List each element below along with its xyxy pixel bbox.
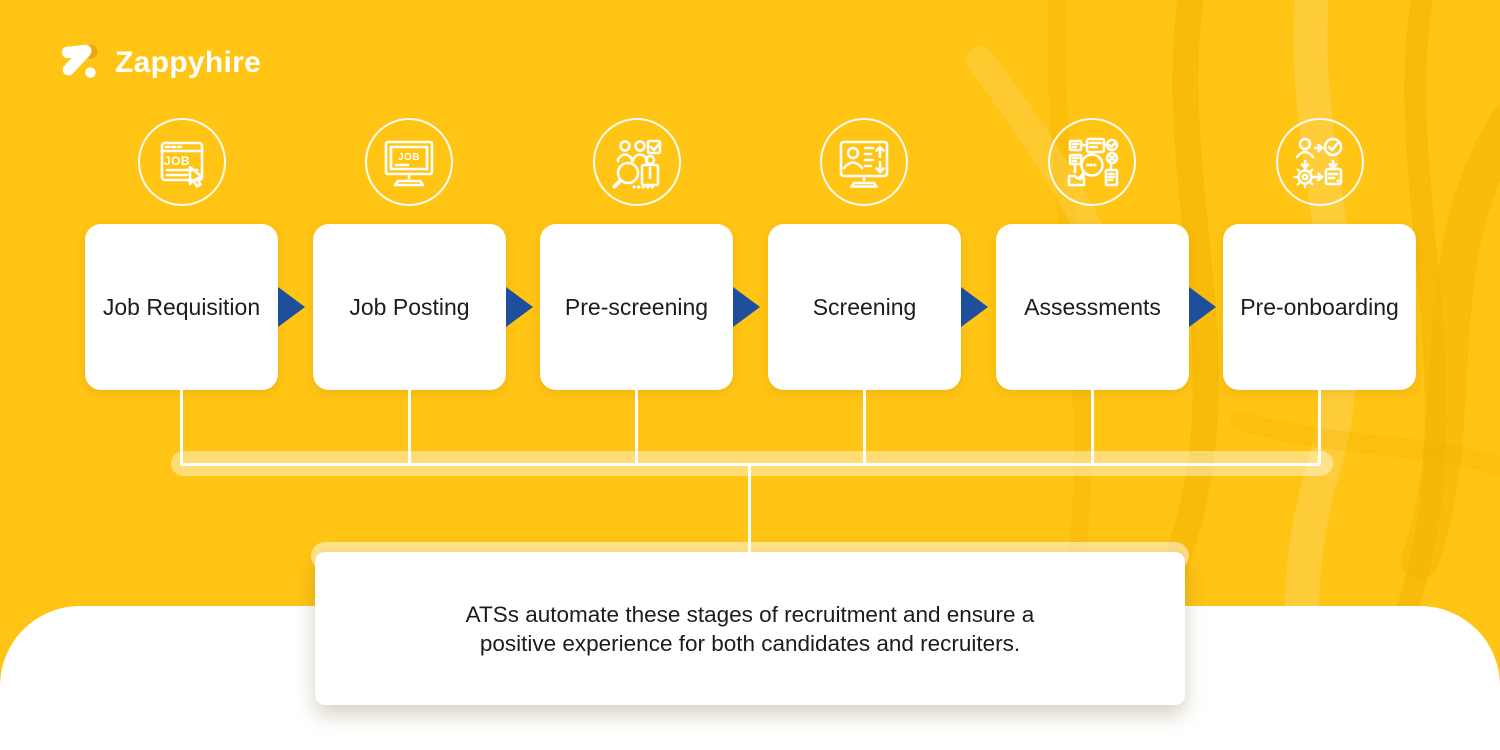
brand-name: Zappyhire	[115, 46, 262, 79]
pre-onboarding-icon	[1276, 118, 1364, 206]
connector-line	[1318, 389, 1321, 465]
brand-header: Zappyhire	[56, 40, 261, 86]
stage-card-assessments: Assessments	[996, 224, 1189, 390]
flow-arrow-icon	[1189, 287, 1216, 327]
flow-arrow-icon	[961, 287, 988, 327]
caption-line-2: positive experience for both candidates …	[479, 630, 1021, 656]
stage-label: Assessments	[1024, 293, 1161, 320]
connector-drop-line	[748, 464, 751, 556]
flow-arrow-icon	[733, 287, 760, 327]
icon-text-job: JOB	[164, 154, 190, 168]
connector-line	[635, 389, 638, 465]
pre-screening-icon	[593, 118, 681, 206]
connector-line	[863, 389, 866, 465]
stage-card-pre-screening: Pre-screening	[540, 224, 733, 390]
connector-line	[408, 389, 411, 465]
stage-label: Job Requisition	[102, 293, 261, 320]
stage-label: Pre-onboarding	[1240, 293, 1399, 320]
icon-text-job: JOB	[398, 152, 420, 163]
assessments-icon	[1048, 118, 1136, 206]
job-requisition-icon: JOB	[138, 118, 226, 206]
stage-card-pre-onboarding: Pre-onboarding	[1223, 224, 1416, 390]
screening-icon	[820, 118, 908, 206]
flow-arrow-icon	[506, 287, 533, 327]
stage-label: Pre-screening	[564, 293, 709, 320]
stage-card-job-requisition: Job Requisition	[85, 224, 278, 390]
stage-label: Screening	[812, 293, 917, 320]
flow-arrow-icon	[278, 287, 305, 327]
caption-box: ATSs automate these stages of recruitmen…	[315, 552, 1185, 705]
zappyhire-logo-icon	[61, 44, 98, 78]
stage-card-job-posting: Job Posting	[313, 224, 506, 390]
stage-card-screening: Screening	[768, 224, 961, 390]
connector-line	[180, 389, 183, 465]
caption-line-1: ATSs automate these stages of recruitmen…	[465, 601, 1035, 627]
job-posting-icon: JOB	[365, 118, 453, 206]
connector-line	[1091, 389, 1094, 465]
stage-label: Job Posting	[349, 293, 470, 320]
